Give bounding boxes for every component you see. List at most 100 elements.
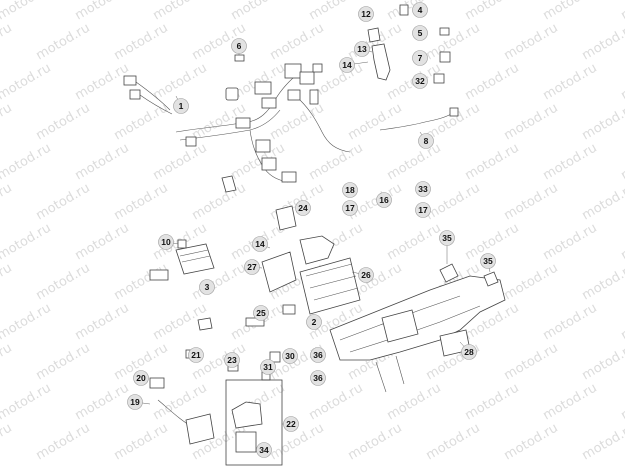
watermark-text: motod.ru bbox=[0, 421, 15, 464]
watermark-text: motod.ru bbox=[463, 141, 522, 184]
connector-part bbox=[449, 107, 459, 117]
callout-13[interactable]: 13 bbox=[354, 41, 370, 57]
callout-36-bottom[interactable]: 36 bbox=[310, 370, 326, 386]
callout-10[interactable]: 10 bbox=[158, 234, 174, 250]
regulator-fins bbox=[179, 249, 211, 263]
svg-text:34: 34 bbox=[259, 445, 269, 455]
svg-text:7: 7 bbox=[418, 53, 423, 63]
watermark-text: motod.ru bbox=[619, 381, 625, 424]
connector-part bbox=[129, 89, 141, 100]
callout-30[interactable]: 30 bbox=[282, 348, 298, 364]
callout-17-left[interactable]: 17 bbox=[342, 200, 358, 216]
callout-27[interactable]: 27 bbox=[244, 259, 260, 275]
callout-34[interactable]: 34 bbox=[256, 442, 272, 458]
watermark-text: motod.ru bbox=[34, 421, 93, 464]
svg-text:16: 16 bbox=[379, 195, 389, 205]
callout-24[interactable]: 24 bbox=[295, 200, 311, 216]
callout-1[interactable]: 1 bbox=[173, 98, 189, 114]
relay-part bbox=[269, 351, 281, 363]
connector-part bbox=[261, 97, 277, 109]
callout-8[interactable]: 8 bbox=[418, 133, 434, 149]
connector-part bbox=[439, 27, 450, 36]
callout-28[interactable]: 28 bbox=[461, 344, 477, 360]
boot-part bbox=[221, 175, 237, 193]
callout-3[interactable]: 3 bbox=[199, 279, 215, 295]
callout-6[interactable]: 6 bbox=[231, 38, 247, 54]
holder-part bbox=[261, 251, 297, 293]
watermark-text: motod.ru bbox=[619, 301, 625, 344]
svg-text:5: 5 bbox=[418, 28, 423, 38]
watermark-text: motod.ru bbox=[112, 261, 171, 304]
callout-21[interactable]: 21 bbox=[188, 347, 204, 363]
svg-text:24: 24 bbox=[298, 203, 308, 213]
watermark-text: motod.ru bbox=[463, 381, 522, 424]
sensor-part bbox=[399, 4, 409, 16]
callout-5[interactable]: 5 bbox=[412, 25, 428, 41]
relay-part bbox=[225, 87, 239, 101]
callout-16[interactable]: 16 bbox=[376, 192, 392, 208]
callout-25[interactable]: 25 bbox=[253, 305, 269, 321]
strap-part bbox=[245, 317, 265, 327]
connector-part bbox=[281, 171, 297, 183]
connector-part bbox=[185, 136, 197, 147]
callout-32[interactable]: 32 bbox=[412, 73, 428, 89]
watermark-text: motod.ru bbox=[0, 181, 15, 224]
watermark-text: motod.ru bbox=[307, 0, 366, 23]
callout-2[interactable]: 2 bbox=[306, 314, 322, 330]
harness-wire bbox=[299, 99, 351, 153]
callout-23[interactable]: 23 bbox=[224, 352, 240, 368]
mount-part bbox=[439, 263, 459, 283]
fuse-part bbox=[439, 51, 451, 63]
watermark-text: motod.ru bbox=[151, 141, 210, 184]
svg-text:27: 27 bbox=[247, 262, 257, 272]
bracket-part bbox=[371, 43, 391, 81]
watermark-text: motod.ru bbox=[73, 301, 132, 344]
svg-text:21: 21 bbox=[191, 350, 201, 360]
callout-layer: 1 2 3 4 5 6 7 8 10 12 13 14 14 16 17 17 … bbox=[127, 2, 496, 458]
callout-4[interactable]: 4 bbox=[412, 2, 428, 18]
callout-20[interactable]: 20 bbox=[133, 370, 149, 386]
watermark-text: motod.ru bbox=[580, 101, 625, 144]
connector-part bbox=[149, 269, 169, 281]
callout-26[interactable]: 26 bbox=[358, 267, 374, 283]
callout-36-top[interactable]: 36 bbox=[310, 347, 326, 363]
relay-holder-part bbox=[231, 401, 263, 429]
watermark-text: motod.ru bbox=[619, 141, 625, 184]
watermark-text: motod.ru bbox=[619, 61, 625, 104]
watermark-text: motod.ru bbox=[424, 181, 483, 224]
svg-text:17: 17 bbox=[345, 203, 355, 213]
callout-7[interactable]: 7 bbox=[412, 50, 428, 66]
callout-19[interactable]: 19 bbox=[127, 394, 143, 410]
watermark-text: motod.ru bbox=[112, 181, 171, 224]
callout-35-left[interactable]: 35 bbox=[439, 230, 455, 246]
callout-22[interactable]: 22 bbox=[283, 416, 299, 432]
callout-33[interactable]: 33 bbox=[415, 181, 431, 197]
svg-text:28: 28 bbox=[464, 347, 474, 357]
callout-18[interactable]: 18 bbox=[342, 182, 358, 198]
watermark-text: motod.ru bbox=[580, 21, 625, 64]
callout-17-right[interactable]: 17 bbox=[415, 202, 431, 218]
callout-14-mid[interactable]: 14 bbox=[252, 236, 268, 252]
callout-12[interactable]: 12 bbox=[358, 6, 374, 22]
svg-text:14: 14 bbox=[342, 60, 352, 70]
frame-strut bbox=[375, 355, 405, 393]
svg-text:30: 30 bbox=[285, 351, 295, 361]
watermark-text: motod.ru bbox=[346, 421, 405, 464]
ecu-part bbox=[185, 413, 215, 445]
callout-35-right[interactable]: 35 bbox=[480, 253, 496, 269]
svg-text:8: 8 bbox=[424, 136, 429, 146]
connector-part bbox=[254, 81, 272, 95]
mount-part bbox=[483, 271, 499, 287]
connector-part bbox=[235, 117, 251, 129]
watermark-text: motod.ru bbox=[619, 221, 625, 264]
watermark-text: motod.ru bbox=[463, 61, 522, 104]
watermark-text: motod.ru bbox=[73, 381, 132, 424]
callout-31[interactable]: 31 bbox=[260, 359, 276, 375]
callout-14-top[interactable]: 14 bbox=[339, 57, 355, 73]
svg-text:20: 20 bbox=[136, 373, 146, 383]
svg-text:31: 31 bbox=[263, 362, 273, 372]
svg-text:10: 10 bbox=[161, 237, 171, 247]
svg-text:35: 35 bbox=[442, 233, 452, 243]
